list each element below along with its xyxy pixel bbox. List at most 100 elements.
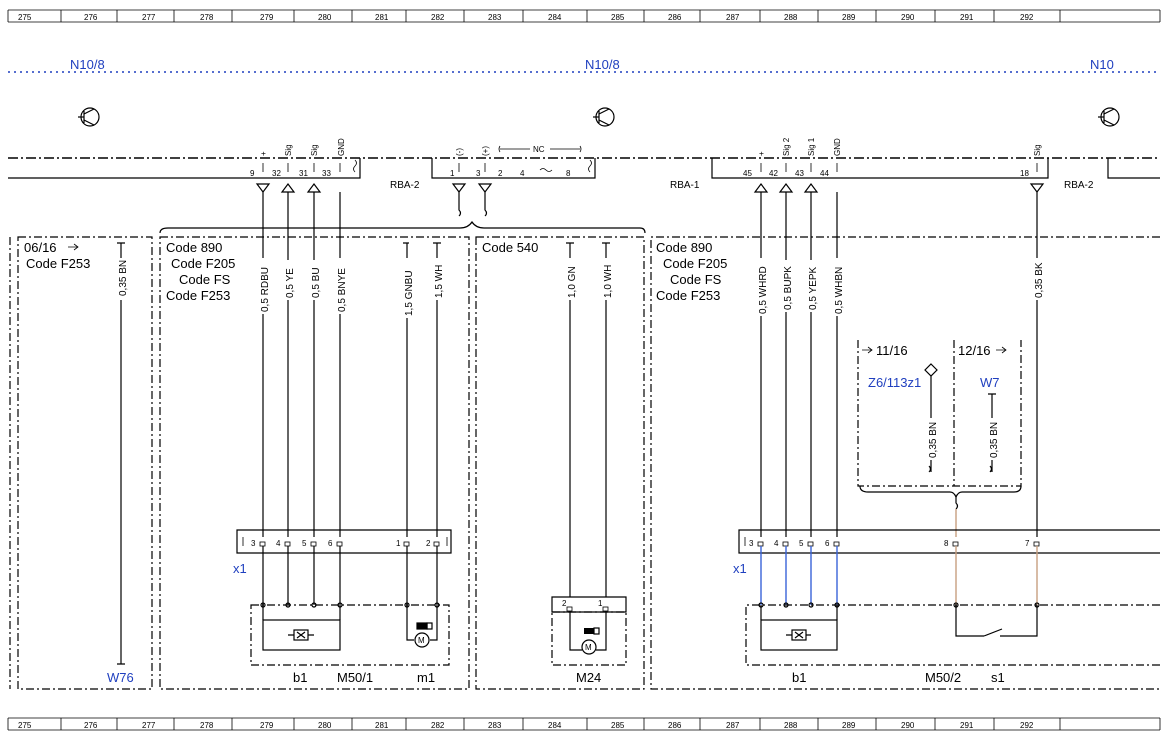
ref-label: 06/16 (24, 240, 57, 255)
component-label: m1 (417, 670, 435, 685)
signal-direction-icons (255, 183, 1045, 193)
grid-label: 281 (375, 13, 389, 22)
wires-block-b (262, 192, 441, 537)
arrow-right-icon (996, 346, 1007, 354)
grid-label: 290 (901, 13, 915, 22)
grid-label: 288 (784, 13, 798, 22)
wire-label: 1,0 GN (567, 266, 578, 298)
pin-signal-label: Sig (310, 144, 319, 156)
svg-text:M: M (585, 643, 592, 652)
pin-signal-label: (+) (481, 146, 490, 156)
pin-number: 42 (769, 169, 778, 178)
pin-number: 18 (1020, 169, 1029, 178)
pin-number: 8 (566, 169, 571, 178)
code-label: Code F253 (166, 288, 230, 303)
wire-label: 1,5 GNBU (404, 270, 415, 316)
connector-x1-label: x1 (733, 561, 747, 576)
grid-label: 283 (488, 13, 502, 22)
component-label: M24 (576, 670, 601, 685)
code-block-e (857, 340, 1022, 487)
code-label: Code 890 (166, 240, 222, 255)
wire-label: 0,5 WHBN (834, 267, 845, 314)
grid-label: 291 (960, 13, 974, 22)
pin-signal-label: GND (833, 138, 842, 156)
grid-label: 289 (842, 721, 856, 730)
grid-label: 280 (318, 721, 332, 730)
connector-label-rba1: RBA-1 (670, 180, 700, 191)
grid-label: 287 (726, 721, 740, 730)
pin-number: 9 (250, 169, 255, 178)
pin-number: 44 (820, 169, 829, 178)
component-label: M50/2 (925, 670, 961, 685)
pin-number: 5 (799, 539, 804, 548)
connector-label-rba2-left: RBA-2 (390, 180, 420, 191)
connector-housing (8, 158, 1160, 179)
code-label: Code F205 (171, 256, 235, 271)
pin-number: 31 (299, 169, 308, 178)
pin-signal-label: Sig (1033, 144, 1042, 156)
arrow-right-icon (68, 243, 79, 251)
wire-label: 0,5 YEPK (808, 266, 819, 310)
grid-label: 278 (200, 13, 214, 22)
pin-number: 1 (396, 539, 401, 548)
grid-label: 285 (611, 721, 625, 730)
code-block-b (159, 236, 470, 690)
grid-label: 276 (84, 721, 98, 730)
wire-label: 0,35 BK (1034, 262, 1045, 298)
wire-label: 1,0 WH (603, 265, 614, 298)
sensor-b1-icon (758, 602, 840, 651)
pin-number: 2 (498, 169, 503, 178)
svg-text:M: M (418, 636, 425, 645)
grid-label: 282 (431, 13, 445, 22)
wire-label: 0,5 BNYE (337, 268, 348, 312)
split-bracket (159, 220, 646, 234)
grid-label: 290 (901, 721, 915, 730)
unit-label-center: N10/8 (585, 57, 620, 72)
pin-signal-label: + (259, 151, 268, 156)
pin-number: 5 (302, 539, 307, 548)
grid-label: 279 (260, 13, 274, 22)
code-label: Code 540 (482, 240, 538, 255)
code-block-c (475, 236, 645, 690)
pin-number: 4 (774, 539, 779, 548)
component-label: b1 (293, 670, 307, 685)
pin-number: 6 (328, 539, 333, 548)
ref-label: 12/16 (958, 343, 991, 358)
nc-label: NC (533, 145, 545, 154)
code-label: Code F205 (663, 256, 727, 271)
pin-signal-label: GND (337, 138, 346, 156)
grid-label: 283 (488, 721, 502, 730)
wire-label: 0,5 BU (311, 267, 322, 298)
code-label: Code FS (179, 272, 231, 287)
pin-number: 3 (251, 539, 256, 548)
splice-icon (924, 363, 938, 377)
wire-label: 0,35 BN (989, 422, 1000, 458)
grid-label: 292 (1020, 721, 1034, 730)
connector-x1-label: x1 (233, 561, 247, 576)
pin-number: 8 (944, 539, 949, 548)
component-label: s1 (991, 670, 1005, 685)
grid-label: 282 (431, 721, 445, 730)
grid-label: 288 (784, 721, 798, 730)
pin-number: 1 (598, 599, 603, 608)
code-label: Code 890 (656, 240, 712, 255)
pin-signal-label: (-) (455, 148, 464, 156)
connector-x1-right (738, 529, 1160, 605)
grid-label: 287 (726, 13, 740, 22)
unit-label-left: N10/8 (70, 57, 105, 72)
pin-number: 33 (322, 169, 331, 178)
pin-signal-label: Sig 1 (807, 137, 816, 156)
wires-block-d (760, 192, 1038, 537)
code-label: Code F253 (656, 288, 720, 303)
wires-block-c (566, 242, 610, 597)
grid-label: 277 (142, 721, 156, 730)
transistor-icon (1098, 107, 1120, 127)
component-m50-1 (250, 604, 450, 666)
component-m50-2 (745, 604, 1160, 666)
grid-label: 286 (668, 13, 682, 22)
code-label: Code F253 (26, 256, 90, 271)
pin-stubs (262, 159, 1038, 173)
component-label: M50/1 (337, 670, 373, 685)
pin-number: 7 (1025, 539, 1030, 548)
wire-label: 0,35 BN (118, 260, 129, 296)
